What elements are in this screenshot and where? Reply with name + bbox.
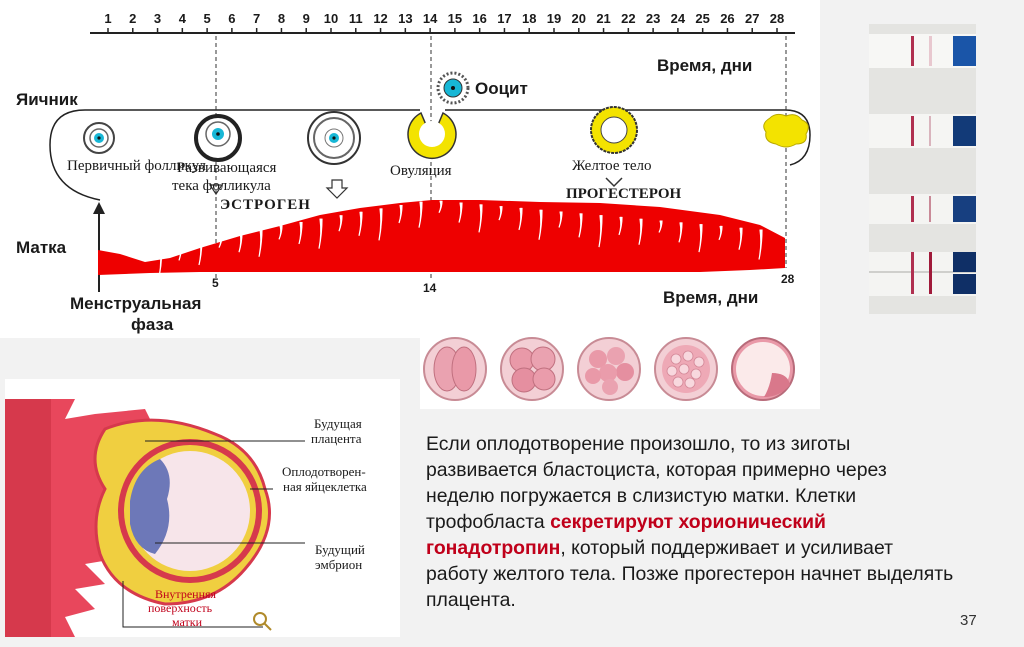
oocyte-icon [438,73,468,103]
four-cell-embryo-icon [501,338,563,400]
arrow-head-icon [93,202,105,214]
embryo-cleavage-stages [420,329,820,409]
inner-surface-label-2: поверхность [148,601,212,616]
time-label-top: Время, дни [657,56,752,76]
corpus-luteum-label: Желтое тело [572,158,651,175]
theca-follicle-label: тека фолликула [172,178,271,195]
day-number: 6 [220,11,244,26]
ovary-label: Яичник [16,90,78,110]
future-embryo-label-1: Будущий [315,542,365,558]
day-number: 21 [592,11,616,26]
future-placenta-label-1: Будущая [314,416,362,432]
day-number: 8 [269,11,293,26]
marker-28: 28 [781,272,794,286]
day-number: 9 [294,11,318,26]
day-number: 15 [443,11,467,26]
day-number: 28 [765,11,789,26]
day-number: 1 [96,11,120,26]
test-strips-graphic [869,24,976,314]
day-number: 4 [170,11,194,26]
pregnancy-test-strips-photo [869,24,976,314]
slide-number: 37 [960,612,977,629]
fertilized-egg-label-1: Оплодотворен- [282,464,366,480]
marker-14: 14 [423,281,436,295]
down-arrow-icon [606,178,622,186]
blastocyst-icon [732,338,794,400]
day-number: 23 [641,11,665,26]
day-number: 5 [195,11,219,26]
eight-cell-embryo-icon [578,338,640,400]
day-number: 3 [146,11,170,26]
menstrual-phase-label-1: Менструальная [70,294,201,314]
oocyte-label: Ооцит [475,79,528,99]
menstrual-cycle-diagram: 1234567891011121314151617181920212223242… [0,0,820,338]
ovulation-follicle-icon [408,113,456,158]
day-number: 24 [666,11,690,26]
primary-follicle-icon [84,123,114,153]
mature-follicle-icon [308,112,360,164]
day-number: 2 [121,11,145,26]
time-label-bottom: Время, дни [663,288,758,308]
fertilized-egg-label-2: ная яйцеклетка [283,479,367,495]
uterus-label: Матка [16,238,66,258]
developing-follicle-icon [196,116,240,160]
estrogen-label: ЭСТРОГЕН [220,197,311,214]
embryo-stages-graphic [420,329,820,409]
future-placenta-label-2: плацента [311,431,362,447]
day-number: 11 [344,11,368,26]
inner-surface-label-3: матки [172,615,202,630]
day-number: 10 [319,11,343,26]
day-number: 19 [542,11,566,26]
day-number: 17 [492,11,516,26]
day-number: 12 [369,11,393,26]
uterine-wall [5,399,51,637]
menstrual-phase-label-2: фаза [131,315,173,335]
day-number: 14 [418,11,442,26]
day-number: 16 [468,11,492,26]
day-number: 18 [517,11,541,26]
future-embryo-label-2: эмбрион [315,557,362,573]
day-number: 27 [740,11,764,26]
morula-icon [655,338,717,400]
day-number: 7 [245,11,269,26]
endometrium-layer [98,200,785,275]
down-arrow-icon [327,180,347,198]
day-number: 22 [616,11,640,26]
day-number: 26 [715,11,739,26]
progesterone-label: ПРОГЕСТЕРОН [566,186,681,203]
day-number: 13 [393,11,417,26]
marker-5: 5 [212,276,219,290]
inner-surface-label-1: Внутренняя [155,587,216,602]
corpus-luteum-icon [591,107,637,153]
day-number: 20 [567,11,591,26]
two-cell-embryo-icon [424,338,486,400]
developing-follicle-label: Развивающаяся [177,160,276,177]
explanation-paragraph: Если оплодотворение произошло, то из зиг… [426,431,956,613]
day-number: 25 [691,11,715,26]
implantation-diagram: Будущая плацента Оплодотворен- ная яйцек… [5,379,400,637]
ovulation-label: Овуляция [390,163,452,180]
corpus-albicans-icon [764,114,809,147]
